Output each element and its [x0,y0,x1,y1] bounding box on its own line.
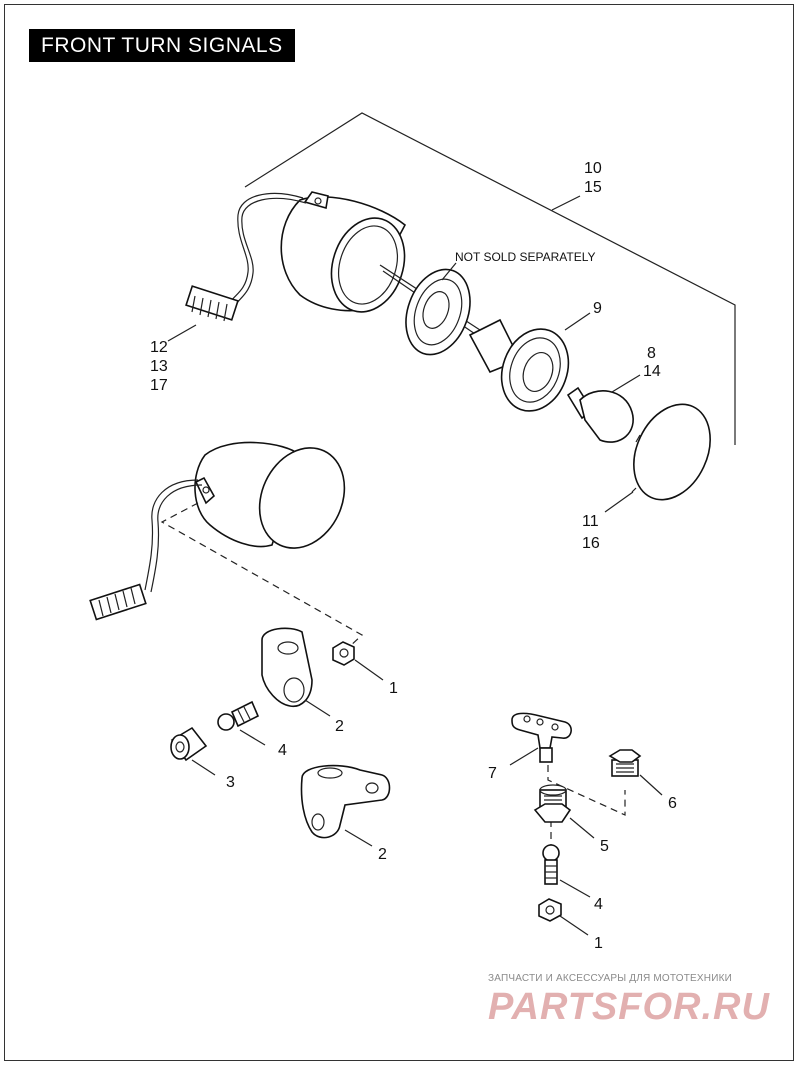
leader-6 [639,774,663,796]
leader-not-sold [441,262,457,281]
page-title: FRONT TURN SIGNALS [29,29,295,62]
leader-4b [559,879,591,898]
callout-10: 10 [584,160,602,177]
bulb-socket [468,318,570,412]
alignment-dashed-line [160,502,364,649]
leader-8-14 [611,374,641,393]
callout-17: 17 [150,377,168,394]
nut-right [538,898,562,922]
ball-stud-left [217,700,260,731]
leader-5 [569,817,595,839]
leader-11-16 [604,491,634,513]
watermark-caption: ЗАПЧАСТИ И АКСЕССУАРЫ ДЛЯ МОТОТЕХНИКИ [488,973,733,984]
callout-16: 16 [582,535,600,552]
leader-9 [564,312,591,331]
adapter-nut [608,749,642,777]
watermark-logo: PARTSFOR.RU [488,986,770,1028]
leader-12-13-17 [167,324,197,342]
turn-signal-housing-upper [231,191,407,313]
leader-2b [344,829,373,847]
leader-1b [559,915,589,936]
callout-11: 11 [582,513,599,530]
leader-10-15 [551,195,581,211]
ball-stud-right [542,844,560,885]
note-not-sold-separately: NOT SOLD SEPARATELY [455,250,595,264]
leader-7 [509,747,539,766]
mount-plate [511,712,572,763]
callout-14: 14 [643,363,661,380]
gasket-not-sold-separately [405,268,471,356]
callout-6: 6 [668,795,677,812]
wire-connector-upper [185,285,239,322]
leader-2a [304,699,331,717]
callout-3: 3 [226,774,235,791]
mount-clamp-upper [261,627,313,708]
page-frame [4,4,794,1061]
lens [631,403,711,501]
bulb [566,386,634,443]
collar [170,726,208,762]
callout-8: 8 [647,345,656,362]
callout-12: 12 [150,339,168,356]
callout-2-lower: 2 [378,846,387,863]
callout-5: 5 [600,838,609,855]
turn-signal-assembled-lower [144,441,346,593]
callout-1-left: 1 [389,680,398,697]
leader-1a [354,659,384,681]
callout-13: 13 [150,358,168,375]
mount-clamp-lower [300,764,391,839]
alignment-dashed-line-lower [547,765,626,816]
threaded-adapter [533,784,572,823]
leader-3 [191,759,216,776]
callout-2-upper: 2 [335,718,344,735]
callout-9: 9 [593,300,602,317]
assembly-bracket-line [244,112,736,445]
callout-1-right: 1 [594,935,603,952]
nut-left [332,641,355,666]
leader-4a [239,729,266,746]
wire-connector-lower [89,583,147,621]
callout-7: 7 [488,765,497,782]
callout-15: 15 [584,179,602,196]
callout-4-right: 4 [594,896,603,913]
callout-4-left: 4 [278,742,287,759]
